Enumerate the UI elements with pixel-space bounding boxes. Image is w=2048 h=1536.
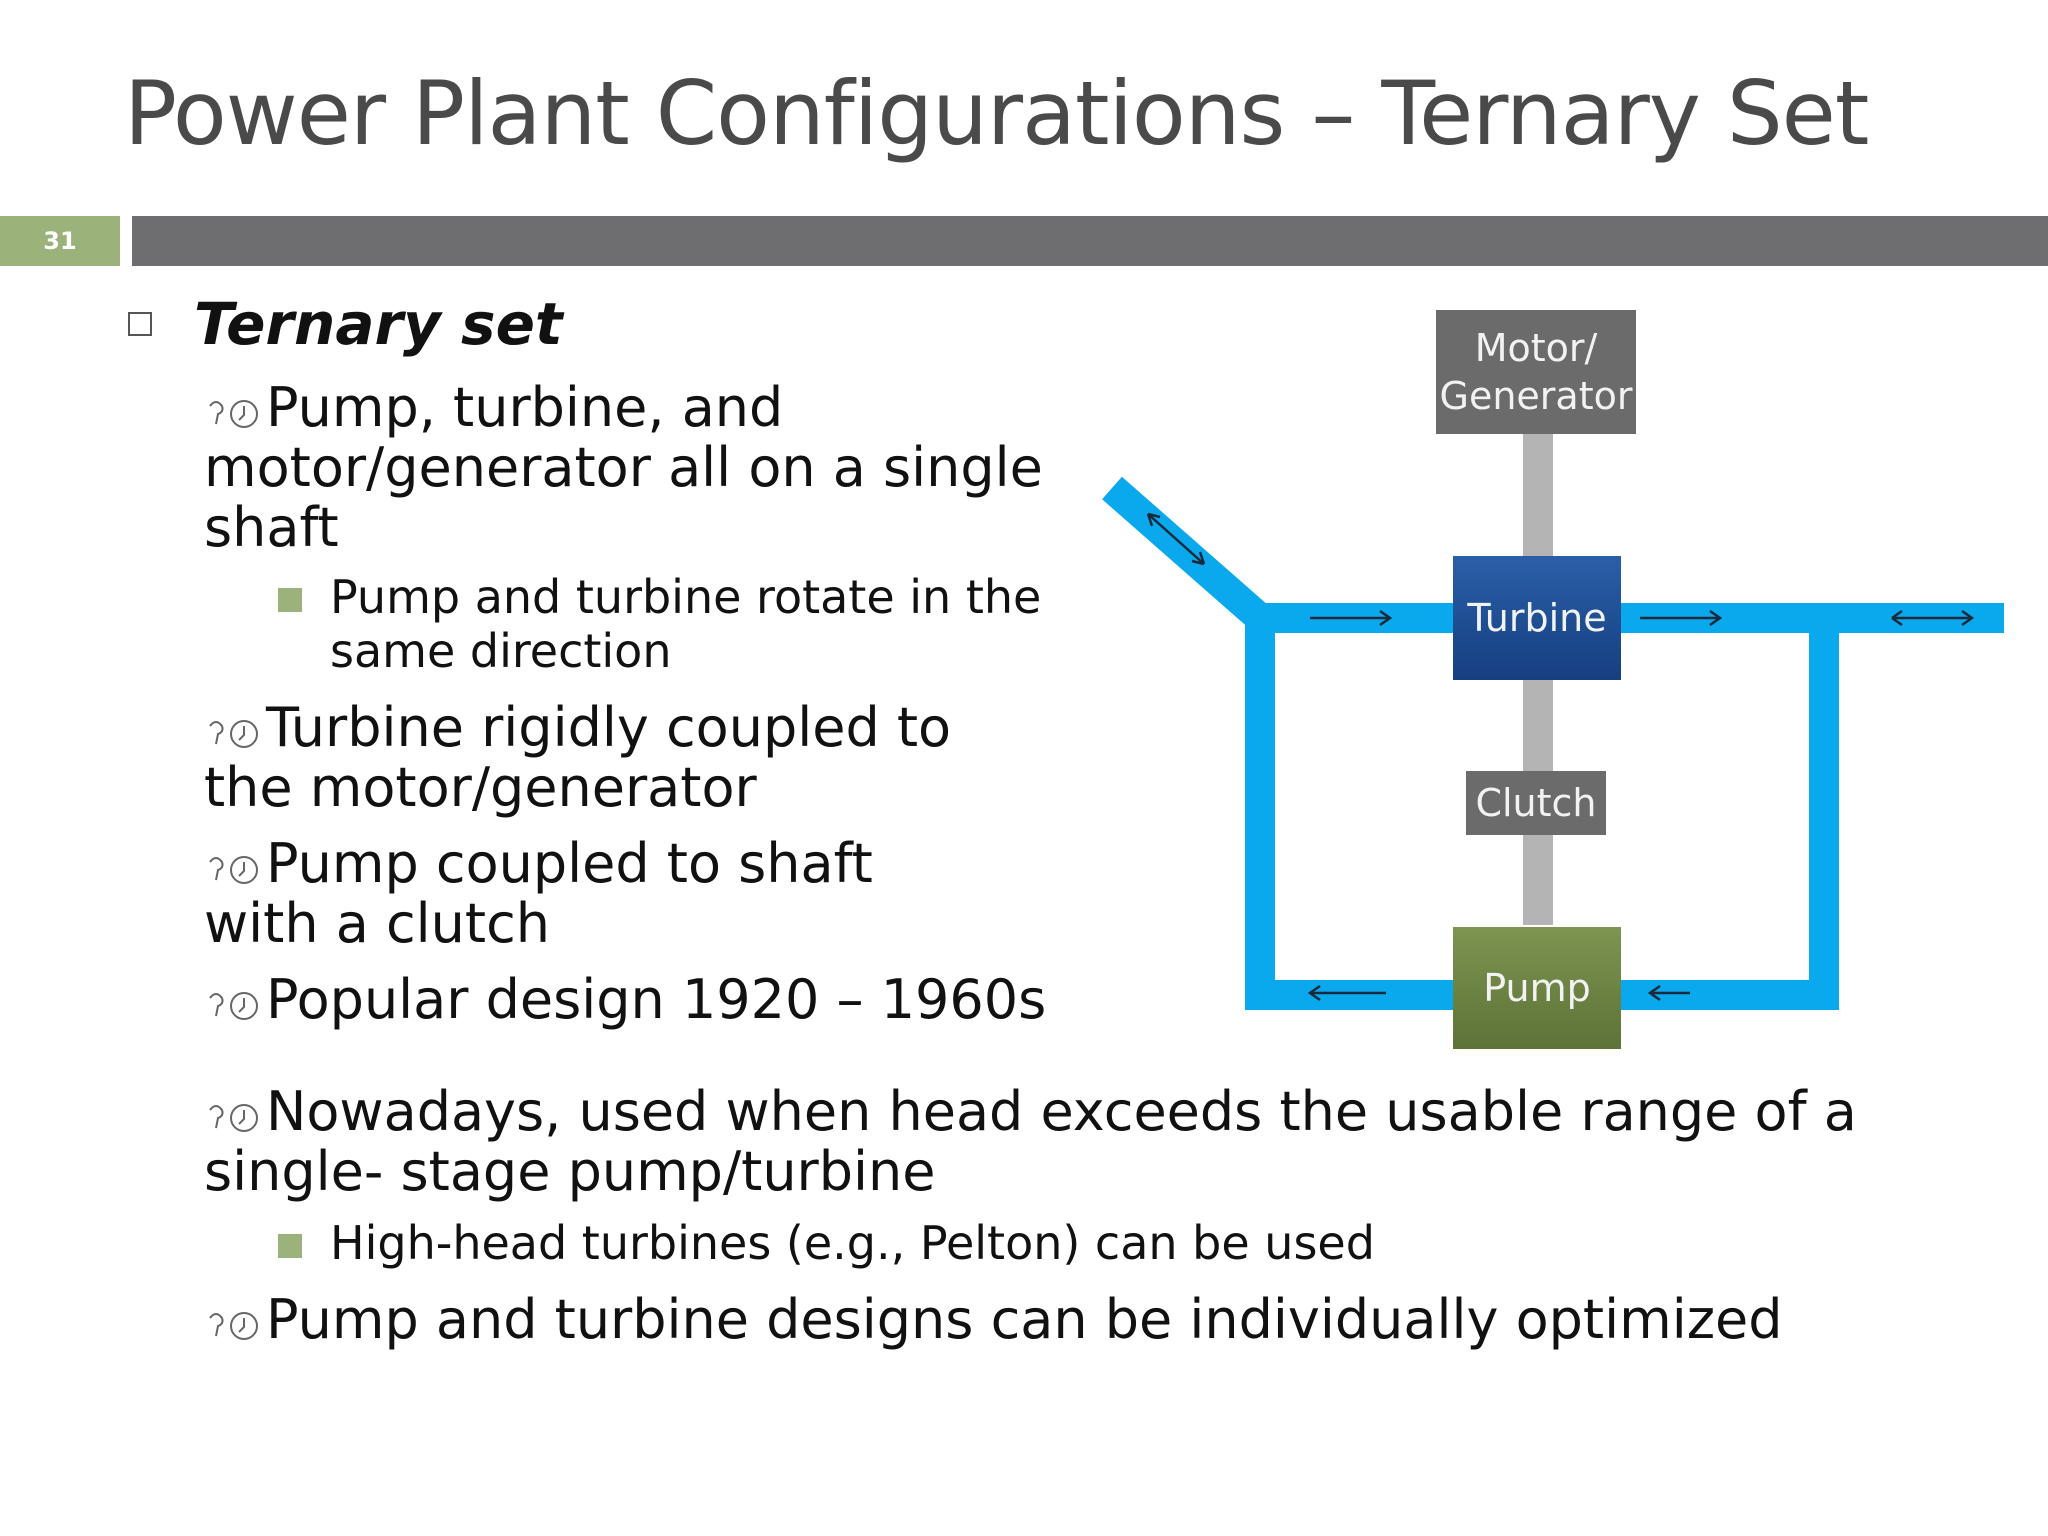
item-line: Pump and turbine designs can be individu… (266, 1288, 1783, 1351)
item-line: single- stage pump/turbine (204, 1140, 936, 1203)
list-item: Nowadays, used when head exceeds the usa… (204, 1080, 1857, 1202)
ternary-set-diagram: Motor/ Generator Turbine Clutch Pump (1100, 300, 2020, 1060)
title-rule (132, 216, 2048, 266)
sub-item-line: High-head turbines (e.g., Pelton) can be… (330, 1216, 1375, 1270)
sub-item: Pump and turbine rotate in the same dire… (278, 570, 1042, 678)
item-line: with a clutch (204, 892, 550, 955)
sub-item: High-head turbines (e.g., Pelton) can be… (278, 1216, 1375, 1270)
item-line: motor/generator all on a single (204, 436, 1043, 499)
filled-square-icon (278, 588, 302, 612)
turbine-box: Turbine (1453, 556, 1621, 680)
turbine-label: Turbine (1467, 596, 1607, 640)
motor-label-line: Motor/ (1474, 326, 1598, 370)
heading-item: Ternary set (128, 290, 563, 358)
pump-box: Pump (1453, 927, 1621, 1049)
heading-text: Ternary set (194, 290, 563, 358)
item-line: Nowadays, used when head exceeds the usa… (266, 1080, 1857, 1143)
pump-label: Pump (1483, 966, 1591, 1010)
list-item: Turbine rigidly coupled to the motor/gen… (204, 696, 952, 818)
motor-label-line: Generator (1439, 374, 1633, 418)
hand-clock-glyph-icon (209, 992, 258, 1020)
bidirectional-arrow-icon (1146, 512, 1206, 566)
list-item: Pump and turbine designs can be individu… (209, 1288, 1783, 1351)
bidirectional-arrow-icon (1891, 609, 1975, 627)
clutch-label: Clutch (1475, 781, 1597, 825)
list-item: Pump, turbine, and motor/generator all o… (204, 376, 1043, 558)
hand-clock-glyph-icon (209, 400, 258, 428)
clutch-box: Clutch (1466, 771, 1606, 835)
empty-square-icon (128, 312, 152, 336)
slide-title: Power Plant Configurations – Ternary Set (124, 62, 1869, 165)
filled-square-icon (278, 1234, 302, 1258)
hand-clock-glyph-icon (209, 856, 258, 884)
sub-item-line: same direction (330, 624, 672, 678)
arrow-right-icon (1640, 609, 1723, 627)
item-line: Pump coupled to shaft (266, 832, 873, 895)
arrow-right-icon (1310, 609, 1393, 627)
hand-clock-glyph-icon (209, 1104, 258, 1132)
sub-item-line: Pump and turbine rotate in the (330, 570, 1042, 624)
arrow-left-icon (1307, 984, 1386, 1002)
item-line: Turbine rigidly coupled to (266, 696, 952, 759)
item-line: shaft (204, 496, 339, 559)
list-item: Popular design 1920 – 1960s (209, 968, 1047, 1031)
hand-clock-glyph-icon (209, 1312, 258, 1340)
slide-number: 31 (0, 216, 120, 266)
arrow-left-icon (1647, 984, 1690, 1002)
hand-clock-glyph-icon (209, 720, 258, 748)
list-item: Pump coupled to shaft with a clutch (204, 832, 873, 954)
item-line: Pump, turbine, and (266, 376, 784, 439)
item-line: Popular design 1920 – 1960s (266, 968, 1047, 1031)
motor-generator-box: Motor/ Generator (1436, 310, 1636, 434)
item-line: the motor/generator (204, 756, 757, 819)
